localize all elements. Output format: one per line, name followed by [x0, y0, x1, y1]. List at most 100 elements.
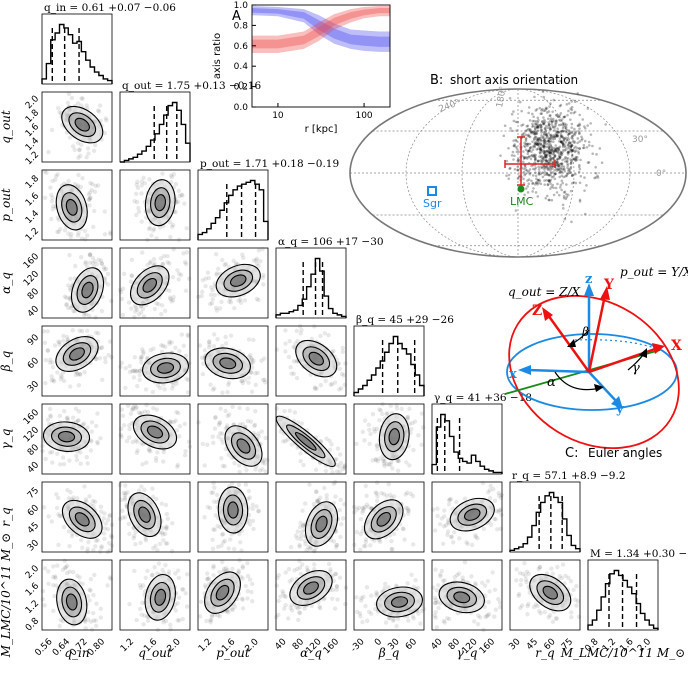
sample-dot	[354, 441, 359, 447]
sample-dot	[52, 594, 57, 599]
sample-dot	[226, 412, 232, 417]
sample-dot	[524, 579, 529, 585]
hist-panel-alpha_q	[275, 247, 347, 319]
sample-dot	[210, 434, 215, 439]
sample-dot	[519, 577, 524, 583]
sample-dot	[435, 600, 440, 605]
orientation-sample	[562, 165, 566, 168]
orientation-sample	[531, 148, 535, 151]
contour-panel-beta_q-gamma_q	[353, 401, 426, 475]
sample-dot	[178, 272, 184, 278]
sample-dot	[78, 450, 83, 455]
orientation-sample	[565, 173, 569, 176]
sample-dot	[169, 548, 175, 554]
orientation-sample	[549, 182, 552, 185]
orientation-sample	[523, 156, 527, 160]
sample-dot	[213, 251, 219, 257]
y-tick-label: 160	[22, 252, 41, 271]
orientation-sample	[561, 149, 565, 152]
sample-dot	[179, 332, 185, 337]
sample-dot	[542, 609, 547, 615]
sample-dot	[93, 618, 98, 623]
y-tick-label: 40	[26, 304, 41, 319]
sample-dot	[292, 568, 297, 573]
orientation-sample	[514, 145, 518, 149]
sample-dot	[159, 501, 164, 506]
orientation-sample	[513, 154, 516, 158]
sample-dot	[91, 224, 96, 230]
sample-dot	[46, 514, 51, 519]
sample-dot	[62, 558, 67, 564]
sample-dot	[326, 333, 331, 338]
x-tick-label: 1.2	[197, 637, 214, 654]
sample-dot	[61, 524, 67, 530]
sample-dot	[160, 459, 166, 464]
label-y-red: Y	[603, 277, 615, 293]
sample-dot	[283, 570, 288, 575]
orientation-sample	[562, 168, 565, 171]
sample-dot	[53, 177, 58, 183]
sample-dot	[374, 443, 380, 449]
sample-dot	[283, 341, 288, 346]
sample-dot	[134, 212, 139, 218]
sample-dot	[153, 543, 158, 549]
sample-dot	[205, 571, 210, 576]
orientation-sample	[578, 140, 581, 143]
orientation-sample	[543, 127, 547, 130]
sample-dot	[52, 343, 58, 348]
sample-dot	[243, 482, 249, 487]
sample-dot	[263, 435, 268, 441]
sample-dot	[469, 542, 475, 548]
sample-dot	[227, 299, 232, 304]
orientation-sample	[527, 111, 530, 115]
sample-dot	[340, 516, 346, 521]
hist-title-alpha_q: α_q = 106 +17 −30	[278, 236, 384, 248]
sample-dot	[375, 591, 380, 597]
orientation-sample	[578, 181, 582, 185]
sample-dot	[84, 454, 89, 460]
orientation-sample	[569, 143, 573, 147]
sample-dot	[181, 343, 187, 349]
sample-dot	[219, 532, 225, 537]
sample-dot	[42, 340, 48, 345]
sample-dot	[58, 226, 63, 232]
y-tick-label: 1.6	[24, 191, 41, 208]
sample-dot	[49, 519, 54, 524]
orientation-sample	[577, 170, 581, 174]
orientation-sample	[563, 190, 567, 194]
sample-dot	[42, 566, 48, 571]
sample-dot	[291, 371, 297, 377]
sample-dot	[139, 310, 144, 315]
orientation-sample	[567, 102, 571, 105]
contour-level	[74, 117, 90, 132]
sample-dot	[304, 565, 310, 570]
sample-dot	[228, 537, 233, 542]
sample-dot	[160, 343, 166, 349]
panel-frame	[41, 247, 113, 319]
sample-dot	[437, 522, 443, 527]
sample-dot	[569, 614, 574, 620]
orientation-sample	[542, 138, 546, 142]
sample-dot	[49, 192, 54, 198]
orientation-sample	[537, 118, 540, 122]
sample-dot	[41, 329, 47, 334]
sample-dot	[236, 298, 241, 303]
sample-dot	[245, 573, 251, 579]
orientation-sample	[558, 186, 562, 189]
sample-dot	[440, 541, 446, 547]
orientation-sample	[558, 155, 562, 159]
orientation-sample	[559, 112, 563, 115]
orientation-sample	[587, 140, 591, 144]
sample-dot	[410, 542, 416, 547]
sample-dot	[177, 424, 183, 429]
sample-dot	[173, 209, 178, 215]
contour-panel-alpha_q-r_q	[275, 479, 347, 554]
sample-dot	[462, 559, 468, 565]
sample-dot	[372, 429, 377, 434]
sample-dot	[394, 406, 400, 411]
sample-dot	[479, 580, 485, 586]
blue-x-axis	[527, 368, 590, 374]
orientation-sample	[554, 122, 557, 126]
sample-dot	[487, 495, 493, 501]
orientation-sample	[591, 152, 595, 156]
